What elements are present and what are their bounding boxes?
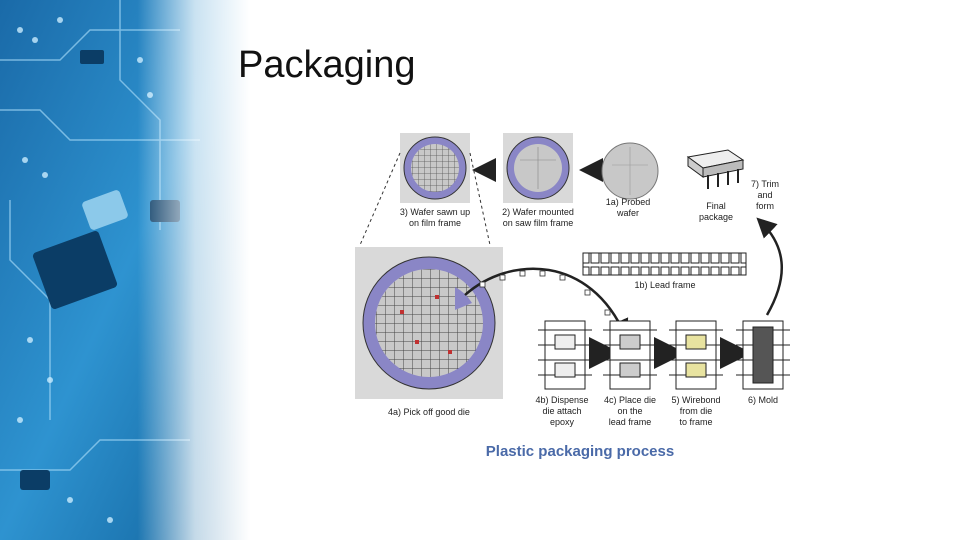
step1a-label-line1: 1a) Probed [606, 197, 651, 207]
step5-label-line3: to frame [679, 417, 712, 427]
step3-label-line1: 3) Wafer sawn up [400, 207, 470, 217]
final-package-chip [686, 149, 745, 189]
step2-mounted-wafer [503, 133, 573, 203]
final-package-label-line1: Final [706, 201, 726, 211]
step3-sawn-wafer [400, 133, 470, 203]
step2-label-line1: 2) Wafer mounted [502, 207, 574, 217]
step4c-label-line1: 4c) Place die [604, 395, 656, 405]
step4c-place-die-frame [603, 320, 657, 390]
step1b-lead-frame-strip [582, 252, 747, 276]
die-markers [479, 270, 611, 316]
slide-title: Packaging [238, 44, 416, 86]
step7-label-line1: 7) Trim [751, 179, 779, 189]
zoom-lines [359, 152, 491, 246]
packaging-process-diagram: 3) Wafer sawn up on film frame 2) Wafer … [340, 125, 820, 470]
step4b-label-line2: die attach [542, 406, 581, 416]
step1a-label-line2: wafer [616, 208, 639, 218]
step4a-pick-die-wafer [355, 247, 503, 399]
step1b-label: 1b) Lead frame [634, 280, 695, 290]
step6-mold-frame [736, 320, 790, 390]
step3-label-line2: on film frame [409, 218, 461, 228]
step4b-label-line3: epoxy [550, 417, 575, 427]
step6-label: 6) Mold [748, 395, 778, 405]
step4b-label-line1: 4b) Dispense [535, 395, 588, 405]
step2-label-line2: on saw film frame [503, 218, 574, 228]
final-package-label-line2: package [699, 212, 733, 222]
step7-label-line2: and [757, 190, 772, 200]
step5-wirebond-frame [669, 320, 723, 390]
step5-label-line1: 5) Wirebond [671, 395, 720, 405]
circuit-board-image [0, 0, 250, 540]
step4c-label-line2: on the [617, 406, 642, 416]
step4a-label: 4a) Pick off good die [388, 407, 470, 417]
step7-label-line3: form [756, 201, 774, 211]
diagram-caption: Plastic packaging process [486, 443, 674, 460]
arrow-mold-to-final [756, 217, 784, 316]
step4c-label-line3: lead frame [609, 417, 652, 427]
step4b-dispense-frame [538, 320, 592, 390]
step1a-probed-wafer [601, 142, 659, 200]
step5-label-line2: from die [680, 406, 713, 416]
